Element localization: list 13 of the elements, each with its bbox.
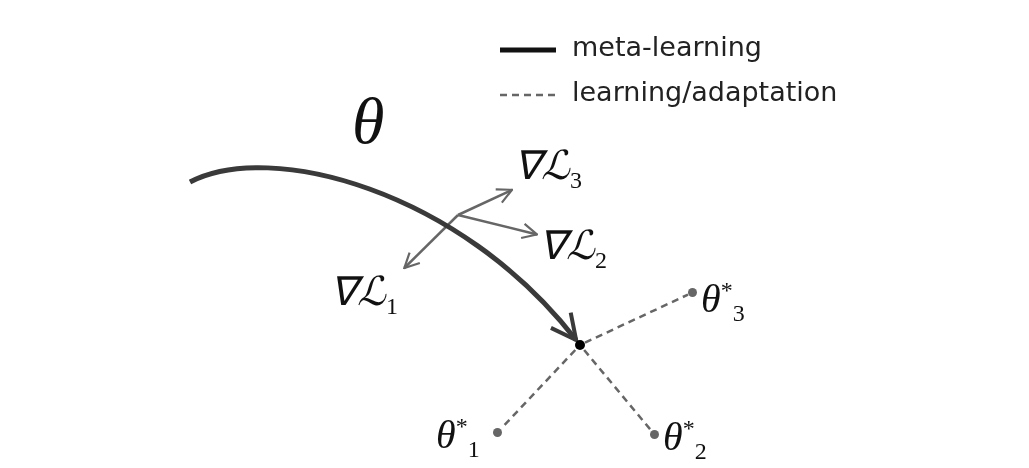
dashed-line (584, 293, 689, 344)
legend-text: learning/adaptation (572, 78, 838, 105)
arrow (457, 213, 539, 240)
gradient-label: ∇ℒ$_{1}$ (330, 272, 398, 318)
curve-label: θ (352, 88, 385, 154)
point-dot (575, 340, 585, 350)
legend-text: meta-learning (572, 33, 762, 60)
dashed-line (583, 349, 652, 431)
arrow (457, 188, 514, 217)
gradient-label: ∇ℒ$_{3}$ (514, 146, 582, 192)
arrow (403, 214, 459, 270)
curved-arrow (189, 165, 579, 342)
gradient-label: ∇ℒ$_{2}$ (539, 226, 607, 272)
